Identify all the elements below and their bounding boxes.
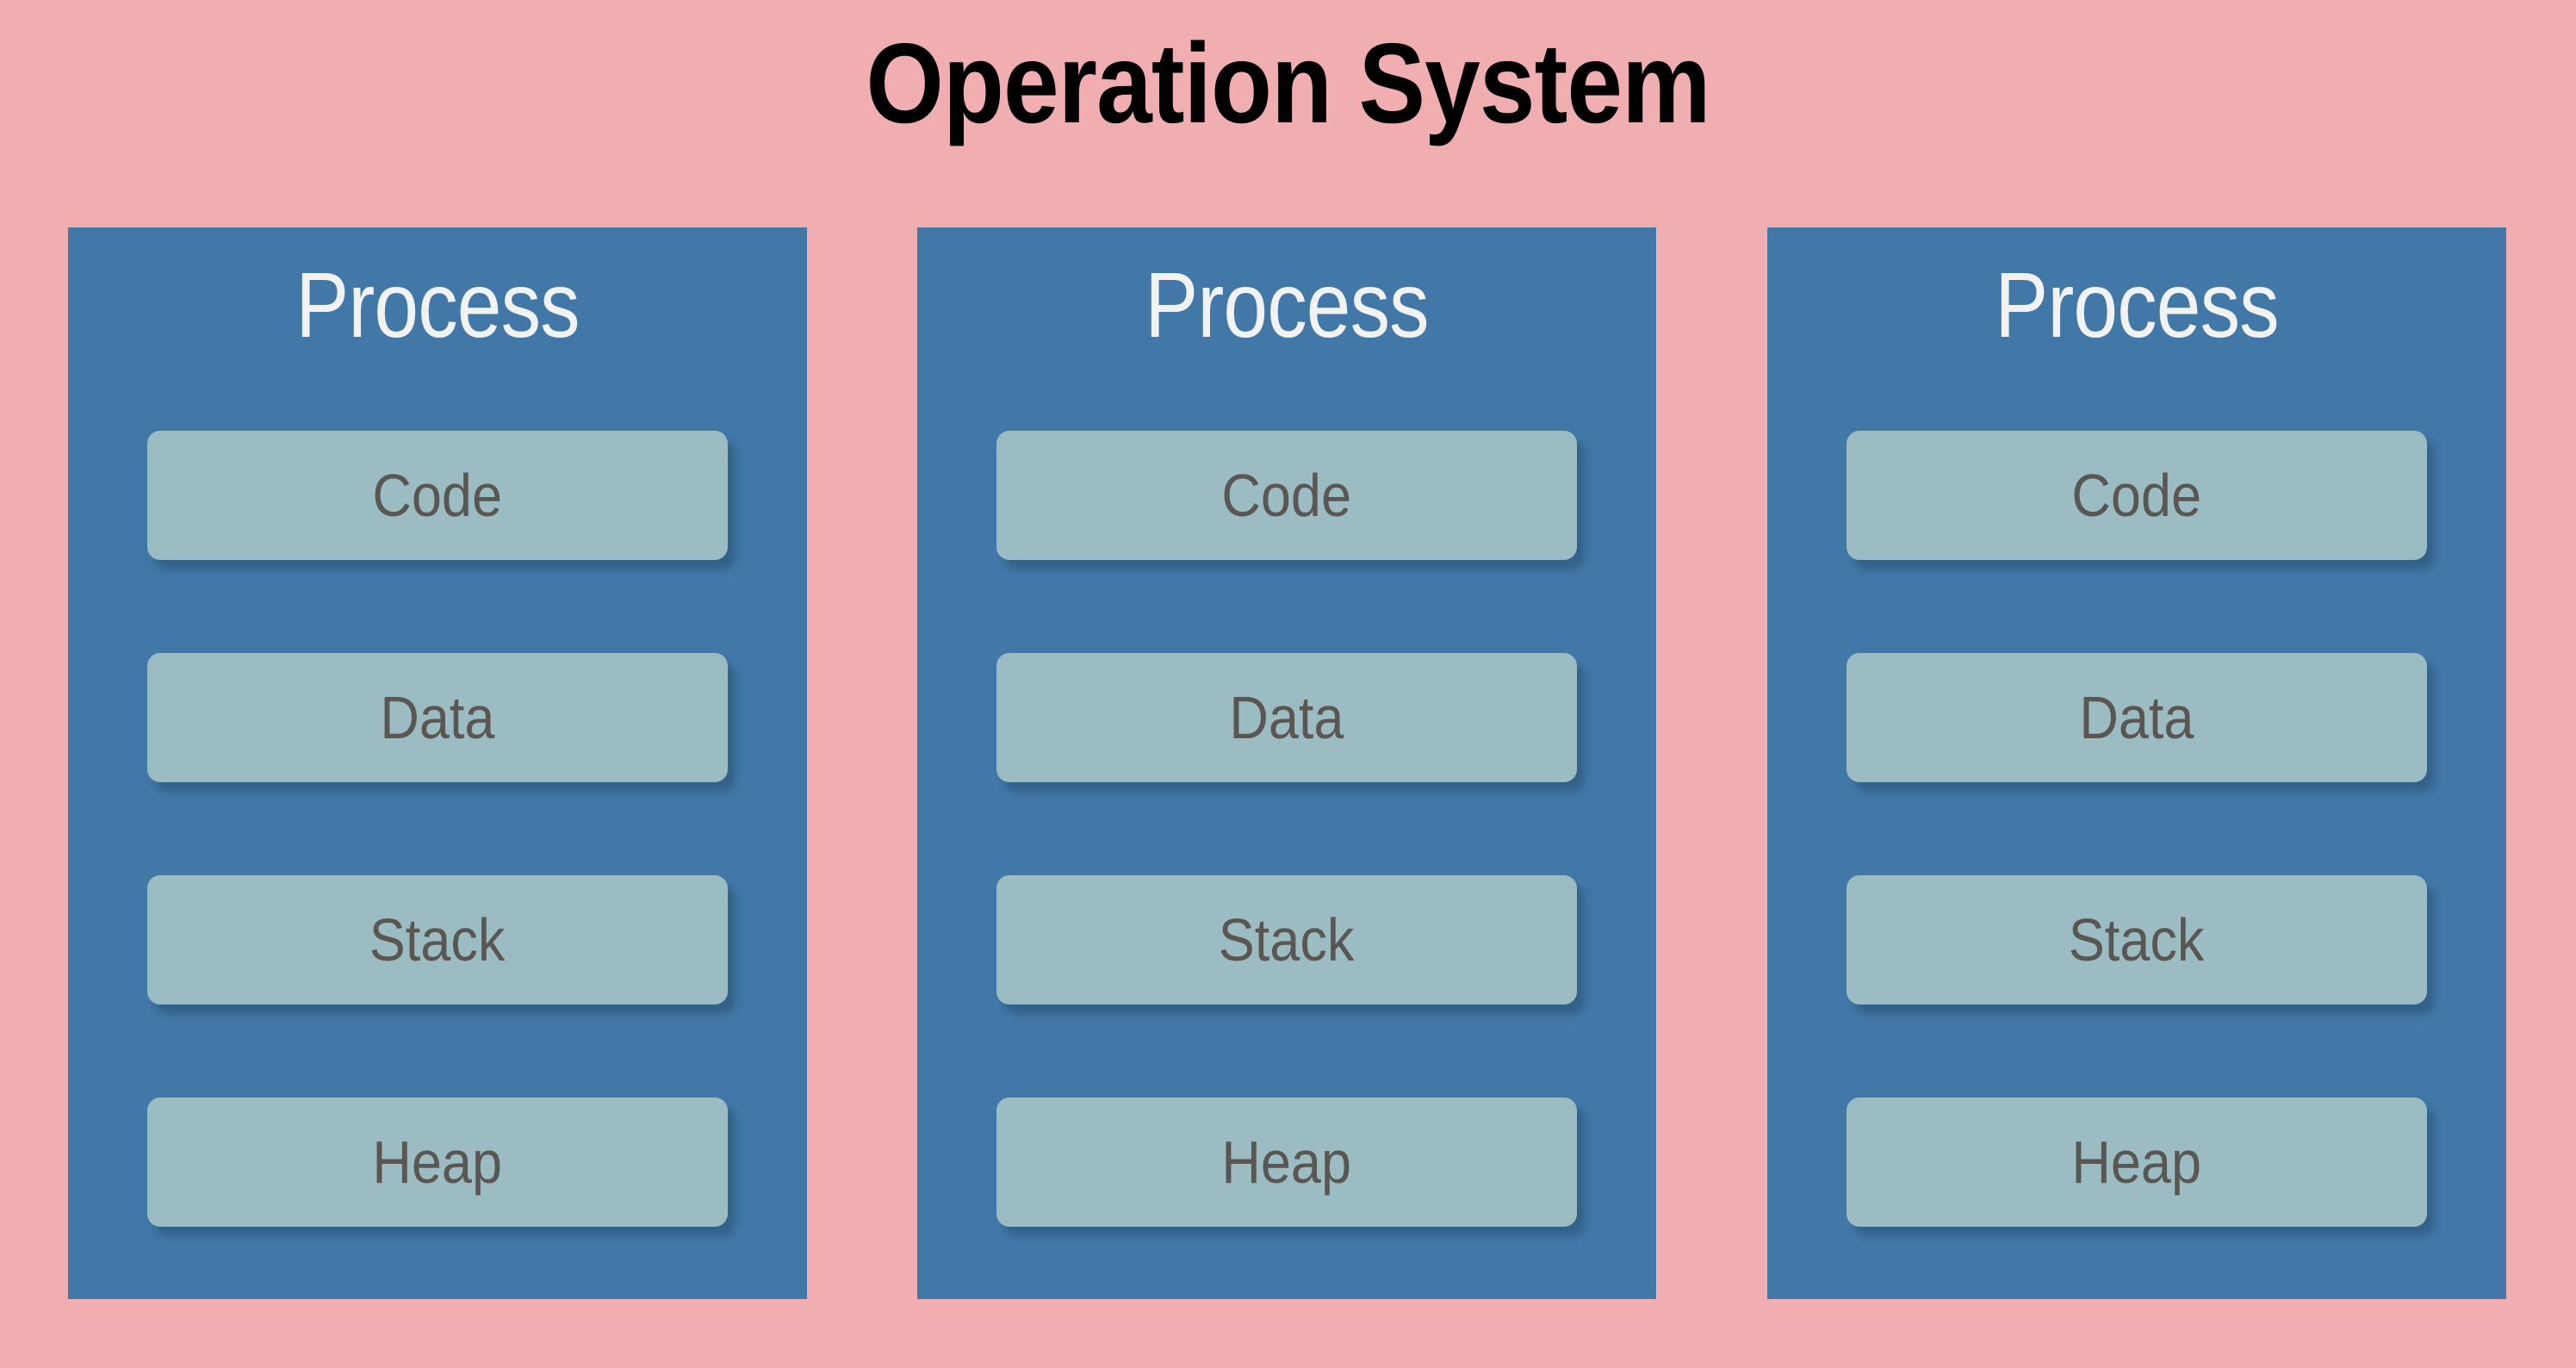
segment-data: Data xyxy=(996,653,1577,782)
segment-list: Code Data Stack Heap xyxy=(147,431,728,1227)
segment-label: Code xyxy=(2071,462,2202,529)
segment-code: Code xyxy=(1847,431,2427,560)
segment-list: Code Data Stack Heap xyxy=(996,431,1577,1227)
segment-data: Data xyxy=(1847,653,2427,782)
segment-label: Data xyxy=(2079,684,2194,751)
segment-code: Code xyxy=(996,431,1577,560)
segment-heap: Heap xyxy=(147,1098,728,1227)
segment-heap: Heap xyxy=(996,1098,1577,1227)
process-box-3: Process Code Data Stack Heap xyxy=(1767,227,2506,1299)
segment-label: Heap xyxy=(372,1129,503,1196)
segment-stack: Stack xyxy=(996,875,1577,1004)
segment-list: Code Data Stack Heap xyxy=(1847,431,2427,1227)
segment-label: Data xyxy=(1229,684,1344,751)
segment-stack: Stack xyxy=(147,875,728,1004)
process-heading: Process xyxy=(1995,252,2279,357)
segment-label: Heap xyxy=(2071,1129,2202,1196)
page-title: Operation System xyxy=(866,20,1710,146)
segment-stack: Stack xyxy=(1847,875,2427,1004)
segment-label: Code xyxy=(372,462,503,529)
segment-code: Code xyxy=(147,431,728,560)
segment-label: Stack xyxy=(369,906,506,973)
process-box-1: Process Code Data Stack Heap xyxy=(68,227,807,1299)
segment-data: Data xyxy=(147,653,728,782)
segment-label: Code xyxy=(1221,462,1352,529)
segment-label: Stack xyxy=(2069,906,2205,973)
segment-label: Data xyxy=(380,684,495,751)
segment-heap: Heap xyxy=(1847,1098,2427,1227)
process-heading: Process xyxy=(295,252,580,357)
process-box-2: Process Code Data Stack Heap xyxy=(917,227,1656,1299)
process-heading: Process xyxy=(1145,252,1429,357)
segment-label: Stack xyxy=(1219,906,1355,973)
segment-label: Heap xyxy=(1221,1129,1352,1196)
